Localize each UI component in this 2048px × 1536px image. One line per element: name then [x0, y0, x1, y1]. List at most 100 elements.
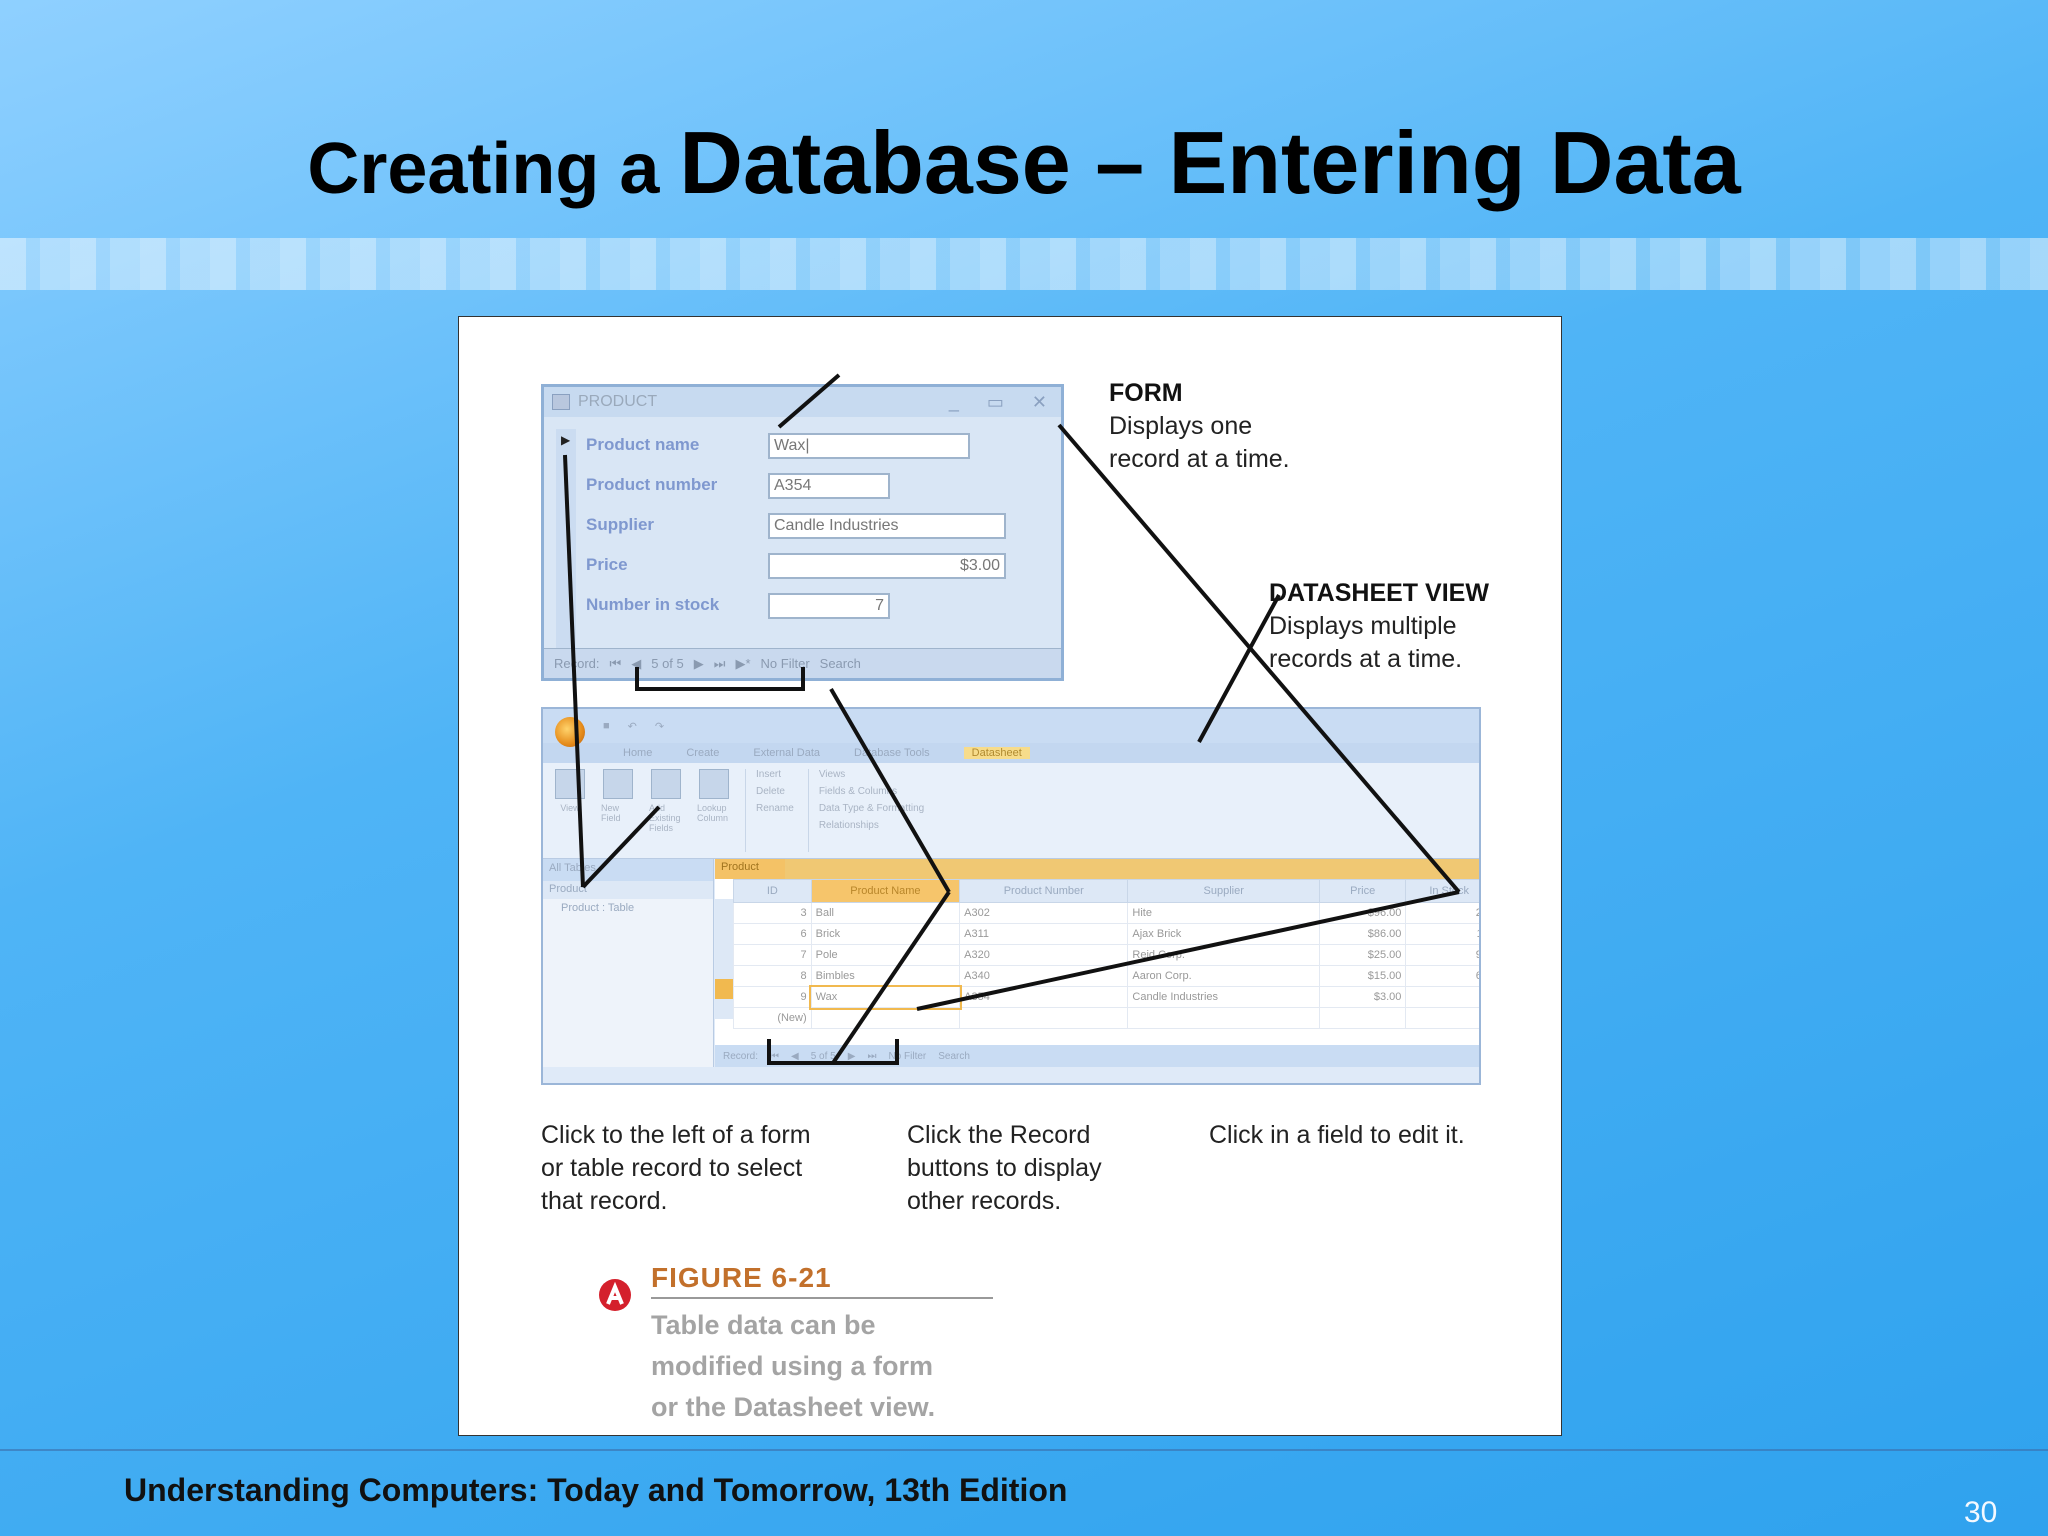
table-cell[interactable]: Hite	[1127, 902, 1320, 924]
first-record-button[interactable]: ⏮	[770, 1050, 780, 1062]
table-cell[interactable]: Brick	[810, 923, 961, 945]
search-box[interactable]: Search	[819, 656, 861, 671]
tab-database-tools[interactable]: Database Tools	[854, 747, 930, 759]
table-cell[interactable]: (New)	[733, 1007, 812, 1029]
table-cell[interactable]: Candle Industries	[1127, 986, 1320, 1008]
table-cell[interactable]: A340	[959, 965, 1129, 987]
tab-create[interactable]: Create	[686, 747, 720, 759]
callout-text: buttons to display	[907, 1154, 1102, 1182]
table-cell[interactable]: $25.00	[1318, 944, 1407, 966]
callout-text: Click in a field to edit it.	[1209, 1121, 1465, 1149]
number-in-stock-field[interactable]: 7	[768, 593, 890, 619]
nav-pane-group[interactable]: Product	[543, 881, 713, 899]
tab-product[interactable]: Product	[715, 859, 785, 879]
next-record-button[interactable]: ▶	[847, 1050, 856, 1062]
document-tabstrip: Product	[715, 859, 1479, 879]
table-cell[interactable]: A311	[959, 923, 1129, 945]
view-button[interactable]: View	[553, 769, 587, 852]
table-cell[interactable]	[810, 1007, 961, 1029]
table-cell[interactable]: 7	[1405, 986, 1479, 1008]
table-cell[interactable]: A302	[959, 902, 1129, 924]
table-cell[interactable]: 6	[733, 923, 812, 945]
table-cell[interactable]: 9	[733, 986, 812, 1008]
table-cell[interactable]: 66	[1405, 965, 1479, 987]
first-record-button[interactable]: ⏮	[609, 655, 622, 671]
table-cell[interactable]: 11	[1405, 923, 1479, 945]
datasheet-grid: Product ID Product Name Product Number S…	[715, 859, 1479, 1067]
undo-icon[interactable]: ↶	[627, 720, 637, 733]
tab-home[interactable]: Home	[623, 747, 653, 759]
redo-icon[interactable]: ↷	[654, 720, 665, 733]
price-field[interactable]: $3.00	[768, 553, 1006, 579]
lookup-column-label: Lookup Column	[697, 803, 729, 823]
nav-pane-header[interactable]: All Tables	[543, 859, 713, 881]
table-cell[interactable]: 7	[733, 944, 812, 966]
new-record-button[interactable]: ▶*	[735, 655, 751, 671]
lookup-column-button[interactable]: Lookup Column	[697, 769, 731, 852]
column-header[interactable]: In Stock	[1405, 879, 1479, 903]
filter-indicator[interactable]: No Filter	[888, 1050, 927, 1062]
navigation-pane: All Tables Product Product : Table	[543, 859, 714, 1067]
table-cell[interactable]: A320	[959, 944, 1129, 966]
nav-pane-item[interactable]: Product : Table	[561, 902, 635, 914]
callout-form-heading: FORM	[1109, 379, 1183, 407]
next-record-button[interactable]: ▶	[693, 655, 704, 671]
record-position[interactable]: 5 of 5	[810, 1050, 836, 1062]
delete-button[interactable]: Delete	[756, 786, 785, 797]
table-cell[interactable]: Ajax Brick	[1127, 923, 1320, 945]
table-cell[interactable]: 3	[733, 902, 812, 924]
close-icon[interactable]: ✕	[1031, 391, 1047, 412]
column-header[interactable]: ID	[733, 879, 812, 903]
form-row-product-number: Product number A354	[586, 469, 1046, 509]
insert-button[interactable]: Insert	[756, 769, 782, 780]
record-position[interactable]: 5 of 5	[651, 656, 684, 671]
table-cell[interactable]: Aaron Corp.	[1127, 965, 1320, 987]
row-selector-column[interactable]	[715, 899, 733, 1019]
table-cell[interactable]: Bimbles	[810, 965, 961, 987]
previous-record-button[interactable]: ◀	[631, 655, 642, 671]
tab-datasheet[interactable]: Datasheet	[963, 747, 1030, 759]
table-cell[interactable]: 25	[1405, 902, 1479, 924]
table-cell[interactable]: A354	[959, 986, 1129, 1008]
previous-record-button[interactable]: ◀	[791, 1050, 799, 1062]
table-cell[interactable]	[1127, 1007, 1320, 1029]
product-name-field[interactable]: Wax|	[768, 433, 970, 459]
search-box[interactable]: Search	[938, 1050, 970, 1062]
office-button-icon[interactable]	[555, 717, 585, 747]
table-cell[interactable]	[1405, 1007, 1479, 1029]
supplier-field[interactable]: Candle Industries	[768, 513, 1006, 539]
new-field-button[interactable]: New Field	[601, 769, 635, 852]
form-record-selector[interactable]: ▶	[556, 429, 576, 649]
table-cell[interactable]: 8	[733, 965, 812, 987]
table-cell-editing[interactable]: Wax	[809, 984, 962, 1010]
filter-indicator[interactable]: No Filter	[760, 656, 810, 671]
tab-external-data[interactable]: External Data	[753, 747, 821, 759]
column-header[interactable]: Supplier	[1127, 879, 1320, 903]
table-cell[interactable]	[1318, 1007, 1407, 1029]
table-cell[interactable]: $86.00	[1318, 923, 1407, 945]
current-row-selector[interactable]	[715, 979, 733, 999]
column-header[interactable]: Product Name	[810, 879, 961, 903]
table-cell[interactable]: Pole	[810, 944, 961, 966]
last-record-button[interactable]: ⏭	[867, 1050, 877, 1062]
callout-form-text: record at a time.	[1109, 445, 1290, 473]
table-cell[interactable]: 99	[1405, 944, 1479, 966]
maximize-icon[interactable]: ▭	[986, 391, 1004, 412]
table-cell[interactable]: $96.00	[1318, 902, 1407, 924]
table-cell[interactable]: $15.00	[1318, 965, 1407, 987]
add-existing-fields-button[interactable]: Add Existing Fields	[649, 769, 683, 852]
minimize-icon[interactable]: _	[948, 391, 959, 412]
callout-text: or table record to select	[541, 1154, 803, 1182]
save-icon[interactable]: ■	[603, 720, 610, 732]
column-header[interactable]: Product Number	[959, 879, 1129, 903]
table-cell[interactable]	[959, 1007, 1129, 1029]
column-header[interactable]: Price	[1318, 879, 1407, 903]
table-cell[interactable]: Reid Corp.	[1127, 944, 1320, 966]
form-label: Product number	[586, 475, 718, 494]
table-cell[interactable]: Ball	[810, 902, 961, 924]
last-record-button[interactable]: ⏭	[713, 655, 726, 671]
rename-button[interactable]: Rename	[756, 803, 794, 814]
callout-text: other records.	[907, 1187, 1062, 1215]
product-number-field[interactable]: A354	[768, 473, 890, 499]
table-cell[interactable]: $3.00	[1318, 986, 1407, 1008]
